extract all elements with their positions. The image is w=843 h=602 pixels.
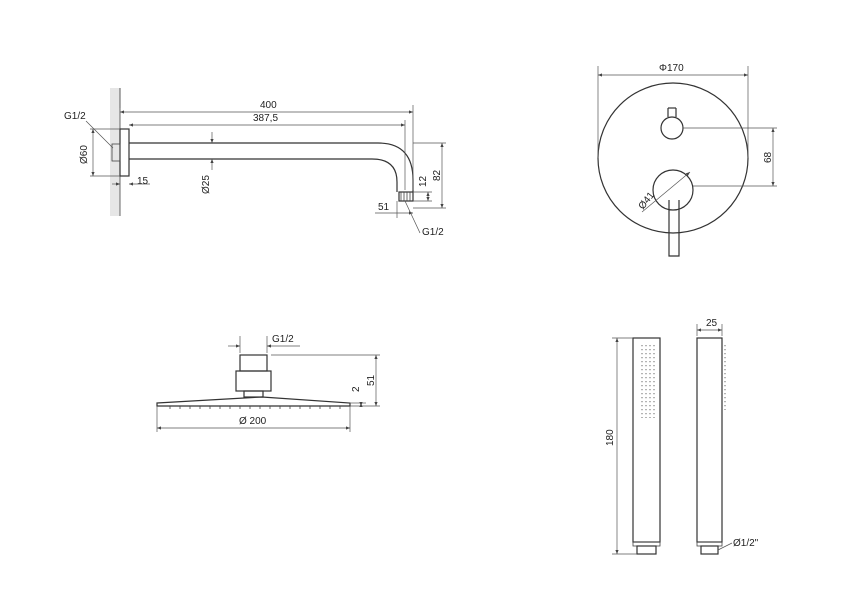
dim-25: 25 [706, 318, 718, 329]
spray-nozzles [641, 345, 655, 418]
dim-51-head: 51 [366, 374, 377, 386]
dim-dia41: Ø41 [637, 190, 658, 212]
wall-flange [119, 128, 130, 177]
arm-outlet [398, 191, 414, 202]
dim-dia200: Ø 200 [239, 416, 267, 427]
dim-82: 82 [432, 169, 443, 181]
thread-label-hand: Ø1/2" [733, 538, 759, 549]
dim-15: 15 [137, 176, 149, 187]
dim-dia60: Ø60 [79, 145, 90, 164]
dim-387: 387,5 [253, 113, 278, 124]
mixer-lever [668, 200, 680, 257]
hand-shower-view: 25 180 Ø1/2" [605, 318, 759, 555]
hand-shower-front [632, 337, 661, 543]
shower-head-view: G1/2 2 51 Ø 200 [156, 334, 380, 432]
dim-51: 51 [378, 202, 390, 213]
head-connector [239, 354, 268, 372]
dim-dia170: Φ170 [659, 63, 684, 74]
thread-label-outlet: G1/2 [422, 227, 444, 238]
dim-12: 12 [418, 175, 429, 187]
dim-180: 180 [605, 429, 616, 446]
dim-2: 2 [351, 386, 362, 392]
mixer-handle-base [652, 169, 694, 211]
shower-arm-view: 400 387,5 Ø25 Ø60 G1/2 15 12 82 51 [64, 88, 446, 238]
mixer-plate-view: Φ170 68 Ø41 [597, 63, 777, 257]
thread-label-head: G1/2 [272, 334, 294, 345]
dim-400: 400 [260, 100, 277, 111]
dim-68: 68 [763, 151, 774, 163]
wall [110, 88, 120, 216]
hand-shower-side [696, 337, 723, 543]
arm-tube [129, 142, 414, 192]
thread-label-left: G1/2 [64, 111, 86, 122]
head-plate [156, 396, 351, 407]
diverter-knob [660, 116, 684, 140]
dim-dia25: Ø25 [201, 175, 212, 194]
